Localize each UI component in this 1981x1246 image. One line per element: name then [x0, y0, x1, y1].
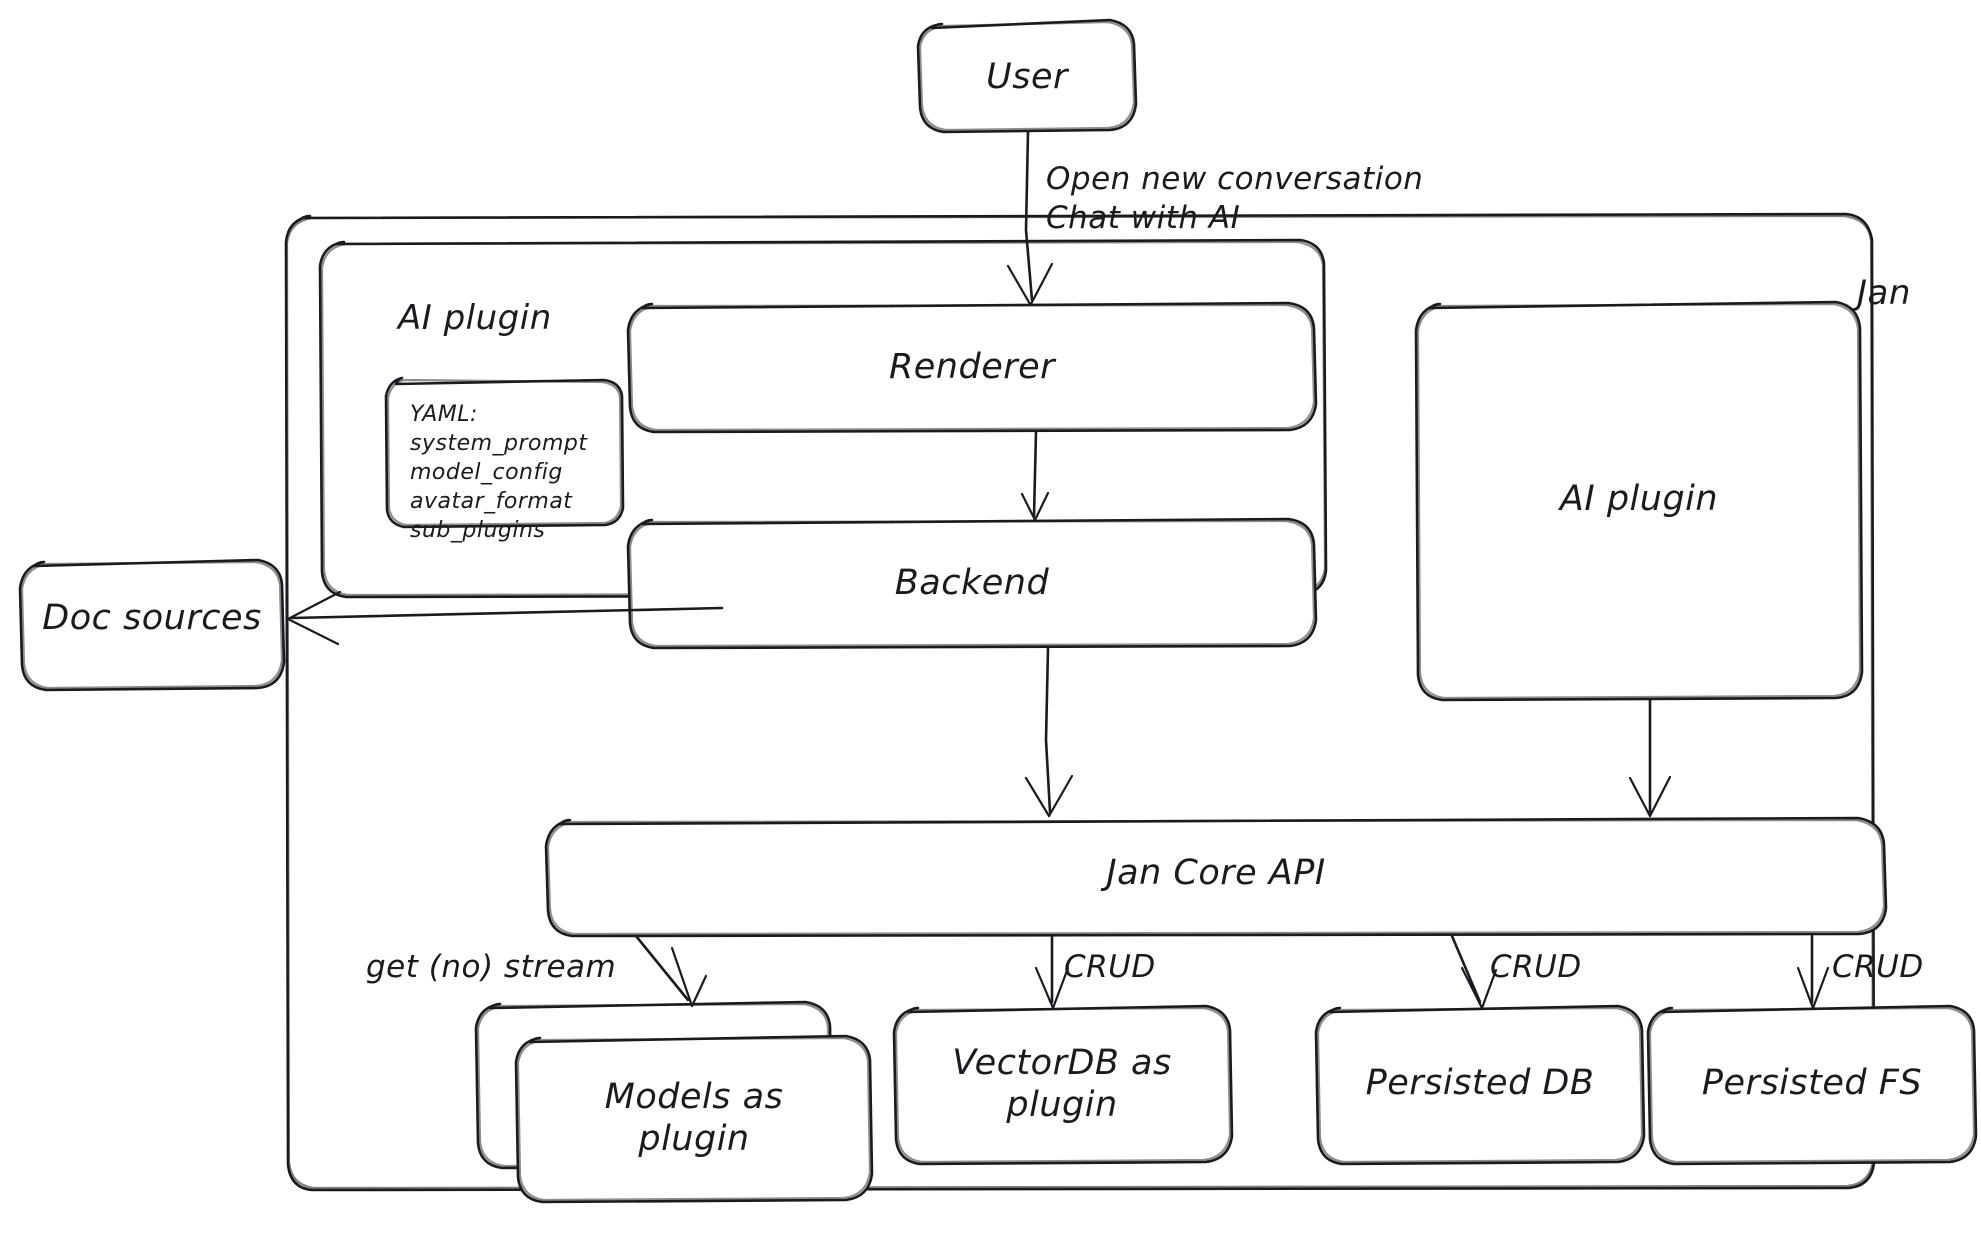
jan-core-api-node-label: Jan Core API: [1106, 853, 1326, 894]
doc-sources-node-label: Doc sources: [42, 598, 262, 639]
arrow-renderer-to-backend: [1020, 430, 1050, 522]
vectordb-plugin-node-label: VectorDB as plugin: [952, 1043, 1172, 1125]
persisted-db-node[interactable]: [1316, 1006, 1644, 1164]
backend-node-label: Backend: [894, 563, 1050, 604]
arrow-ai-plugin-to-core: [1628, 698, 1672, 818]
vectordb-plugin-node[interactable]: [894, 1006, 1232, 1164]
yaml-box-node[interactable]: [386, 378, 623, 527]
user-node[interactable]: [918, 20, 1136, 132]
renderer-node-label: Renderer: [888, 347, 1056, 388]
ai-plugin-right-node[interactable]: [1416, 302, 1862, 700]
ai-plugin-right-node-label: AI plugin: [1559, 479, 1719, 520]
renderer-node[interactable]: [628, 303, 1316, 432]
yaml-config-text: YAML: system_prompt model_config avatar_…: [410, 402, 588, 544]
jan-core-api-node[interactable]: [546, 818, 1886, 936]
arrow-core-to-fs: [1796, 934, 1830, 1010]
edge-label-user-to-renderer: Open new conversation Chat with AI: [1046, 161, 1424, 236]
edge-label-crud-vectordb: CRUD: [1064, 949, 1156, 985]
persisted-fs-node-label: Persisted FS: [1701, 1063, 1923, 1104]
persisted-db-node-label: Persisted DB: [1365, 1063, 1595, 1104]
backend-node[interactable]: [628, 519, 1316, 648]
ai-plugin-group-label: AI plugin: [398, 298, 552, 338]
arrow-backend-to-core: [1024, 646, 1074, 818]
persisted-fs-node[interactable]: [1648, 1006, 1976, 1164]
jan-group-label: Jan: [1857, 273, 1911, 313]
user-node-label: User: [986, 57, 1068, 98]
models-plugin-node-label: Models as plugin: [604, 1077, 784, 1159]
edge-label-get-no-stream: get (no) stream: [366, 949, 617, 985]
models-plugin-node[interactable]: [516, 1036, 872, 1202]
doc-sources-node[interactable]: [20, 560, 284, 690]
arrow-core-to-models: [634, 934, 708, 1008]
edge-label-crud-fs: CRUD: [1832, 949, 1924, 985]
edge-label-crud-db: CRUD: [1490, 949, 1582, 985]
